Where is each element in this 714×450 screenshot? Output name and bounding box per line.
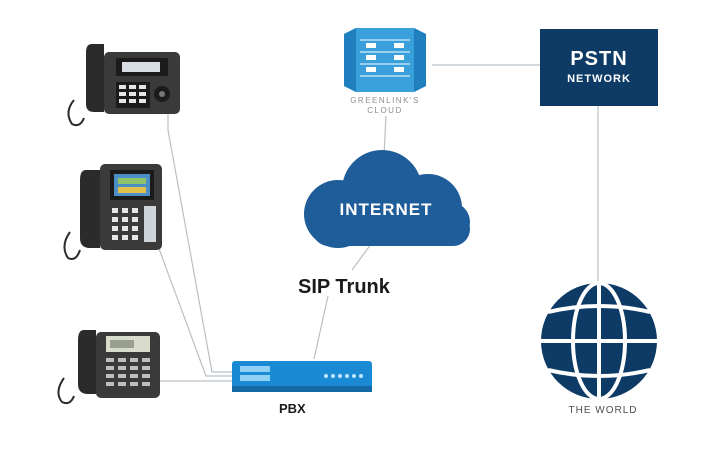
globe-icon — [541, 281, 657, 401]
pbx-label: PBX — [279, 401, 306, 416]
pstn-network-label: NETWORK — [567, 73, 631, 85]
greenlink-cloud-label: GREENLINK'S — [350, 96, 420, 105]
pbx-device-icon — [232, 361, 372, 392]
desk-phone-icon — [67, 44, 180, 127]
connector-phone1-pbx — [167, 112, 232, 373]
pstn-label: PSTN — [570, 48, 628, 70]
connector-pbx-sip — [313, 295, 329, 360]
connector-phone2-pbx — [157, 245, 232, 377]
connectors — [157, 64, 599, 382]
server-rack-icon — [344, 28, 426, 92]
compact-phone-icon — [57, 330, 160, 405]
world-label: THE WORLD — [568, 405, 638, 416]
connector-internet-cloud — [383, 115, 387, 156]
pstn-network-box — [540, 29, 658, 106]
sip-trunk-label: SIP Trunk — [298, 276, 390, 298]
internet-label: INTERNET — [339, 200, 433, 219]
cloud-icon — [304, 150, 470, 248]
color-screen-phone-icon — [63, 164, 162, 260]
greenlink-cloud-sublabel: CLOUD — [367, 106, 403, 115]
